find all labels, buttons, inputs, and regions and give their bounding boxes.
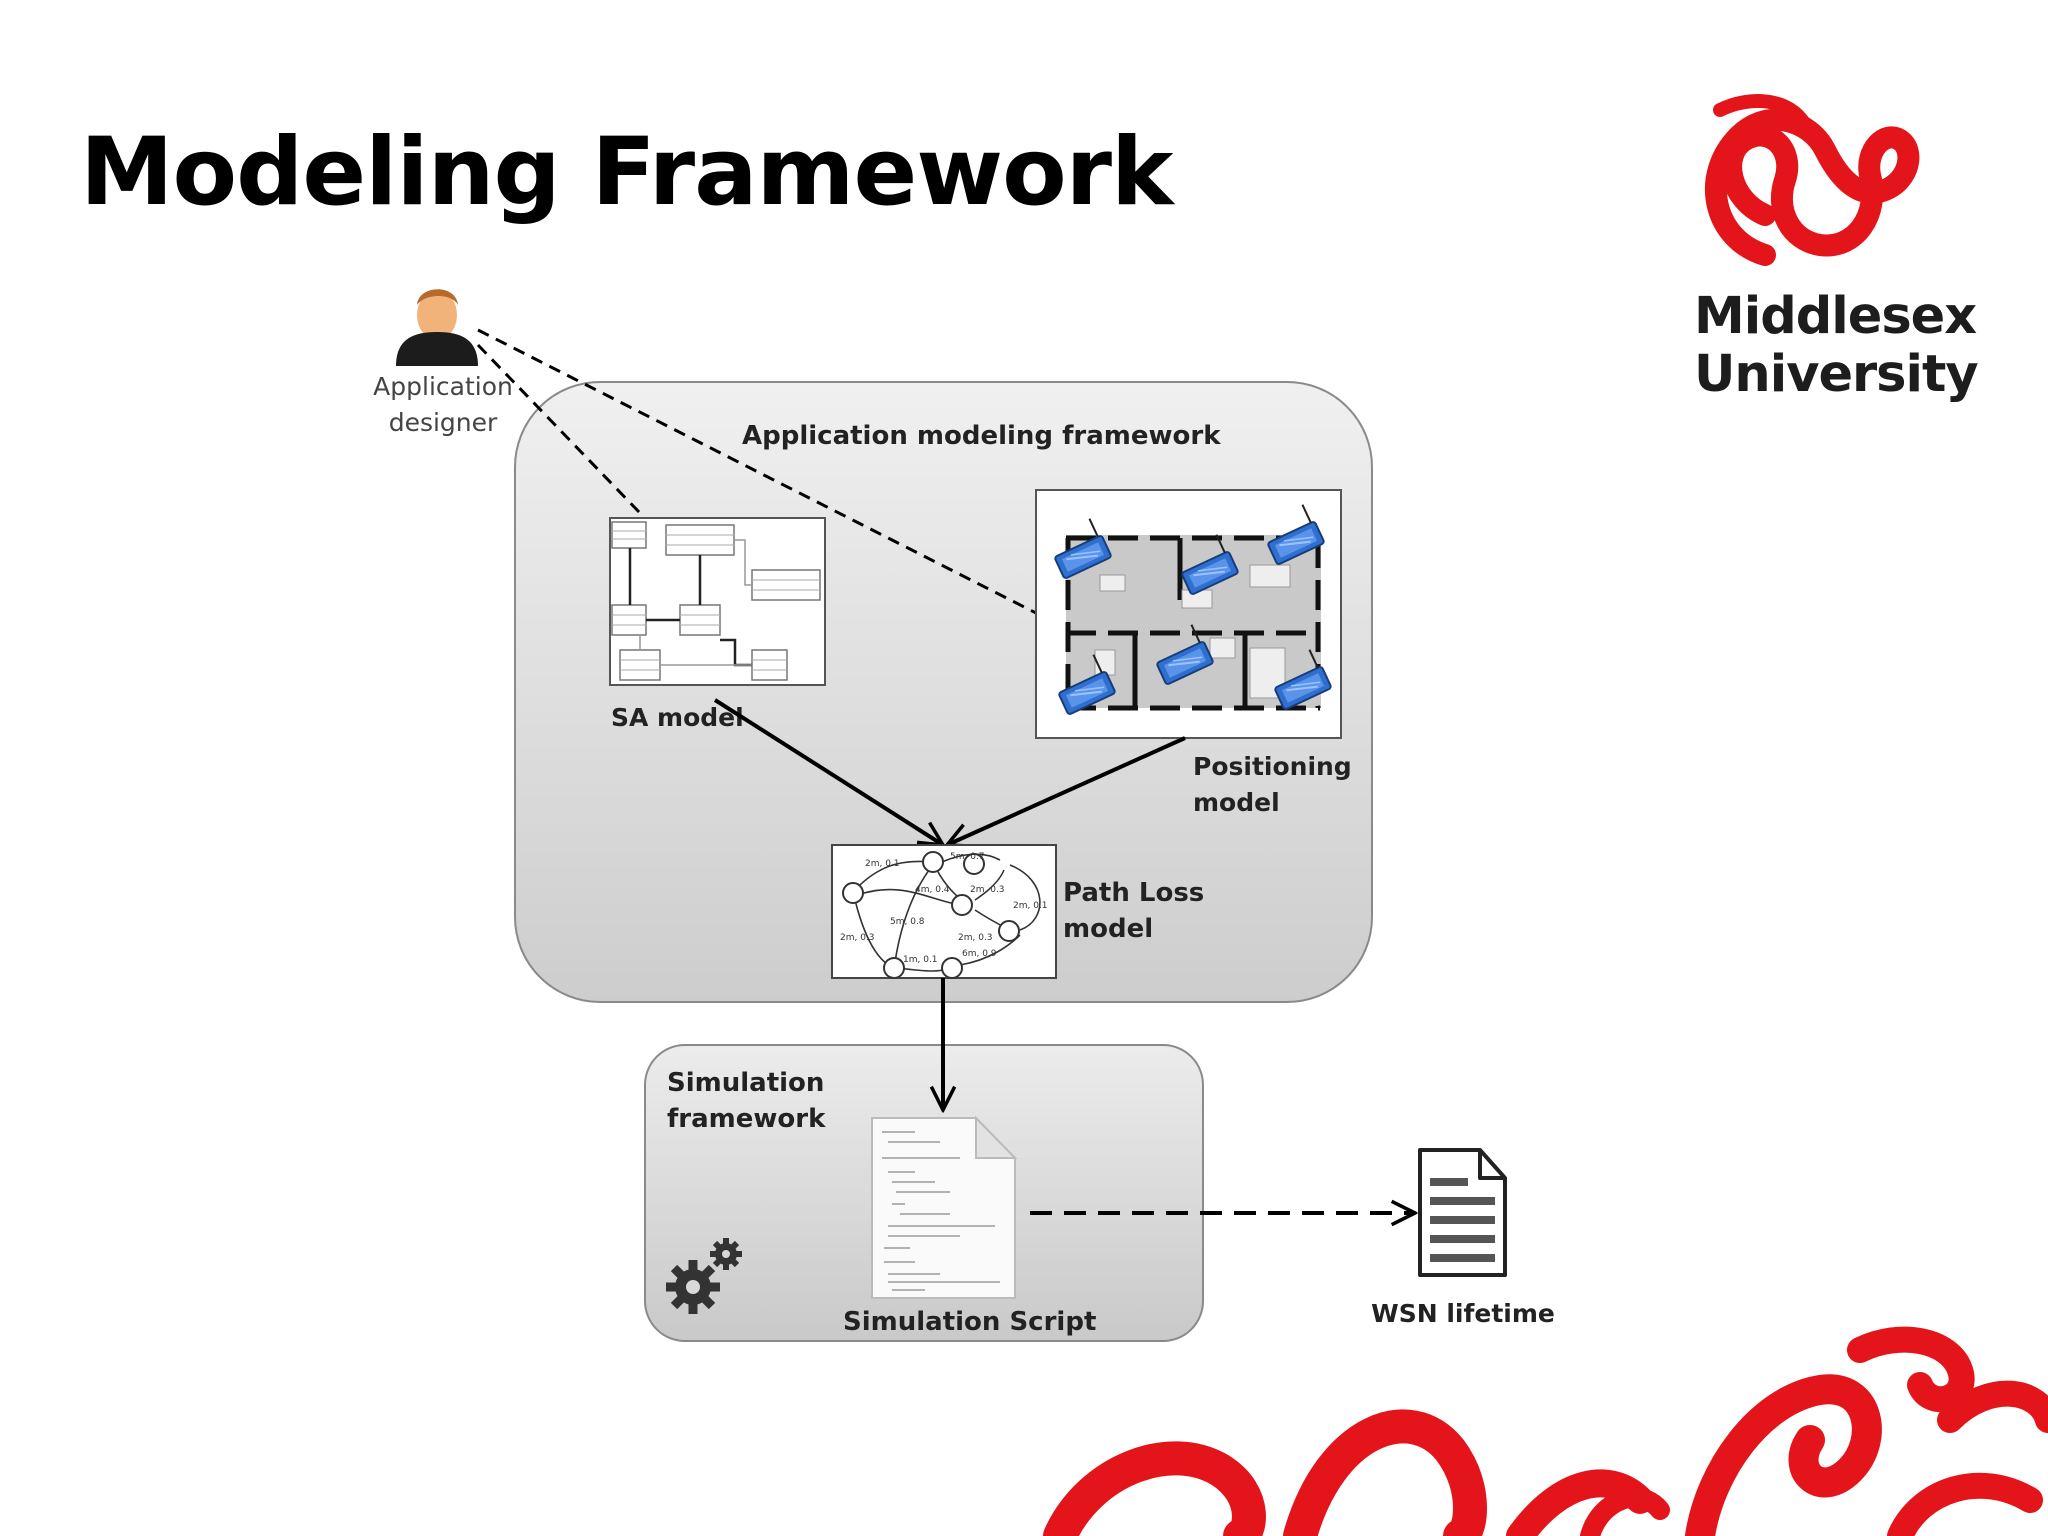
positioning-to-pathloss-arrow	[947, 736, 1186, 845]
edge-label-10: 1m, 0.1	[903, 955, 938, 965]
edge-label-6: 5m, 0.8	[890, 917, 925, 927]
simulation-script-label: Simulation Script	[843, 1307, 1096, 1337]
sa-to-pathloss-arrow	[713, 698, 943, 845]
edge-label-4: 2m, 0.3	[970, 885, 1005, 895]
document-icon	[1418, 1148, 1507, 1277]
edge-label-8: 2m, 0.3	[958, 933, 993, 943]
logo-line1: Middlesex	[1694, 287, 1977, 346]
sa-model-diagram	[609, 517, 826, 686]
edge-label-1: 2m, 0.1	[865, 859, 900, 869]
slide-title: Modeling Framework	[80, 118, 1174, 227]
university-logo-emblem	[1704, 94, 1920, 266]
positioning-model-label-line1: Positioning	[1193, 752, 1352, 781]
path-loss-label-line1: Path Loss	[1063, 878, 1204, 908]
logo-line2: University	[1694, 345, 1979, 404]
actor-label-line1: Application	[373, 372, 513, 401]
sim-framework-title-line2: framework	[667, 1104, 826, 1134]
edge-label-2: 5m, 0.7	[950, 852, 985, 862]
edge-label-7: 2m, 0.3	[840, 933, 875, 943]
gears-icon	[666, 1238, 742, 1314]
decorative-swirl-graphic	[1043, 1326, 2048, 1536]
designer-to-positioning-dashed-line	[477, 328, 1041, 617]
actor-label-line2: designer	[389, 408, 498, 437]
edge-label-9: 6m, 0.9	[962, 949, 997, 959]
edge-label-5: 2m, 0.1	[1013, 901, 1048, 911]
person-icon	[396, 289, 478, 366]
positioning-model-label-line2: model	[1193, 788, 1280, 817]
sim-framework-title-line1: Simulation	[667, 1068, 824, 1098]
university-logo-text: Middlesex University	[1694, 287, 1979, 404]
app-framework-title: Application modeling framework	[742, 421, 1221, 451]
edge-label-3: 4m, 0.4	[915, 885, 950, 895]
wsn-lifetime-label: WSN lifetime	[1371, 1299, 1555, 1328]
positioning-model-floorplan	[1035, 489, 1342, 739]
script-document-icon	[871, 1115, 1018, 1299]
path-loss-graph	[831, 844, 1057, 979]
path-loss-label-line2: model	[1063, 914, 1153, 944]
sa-model-label: SA model	[611, 703, 744, 732]
